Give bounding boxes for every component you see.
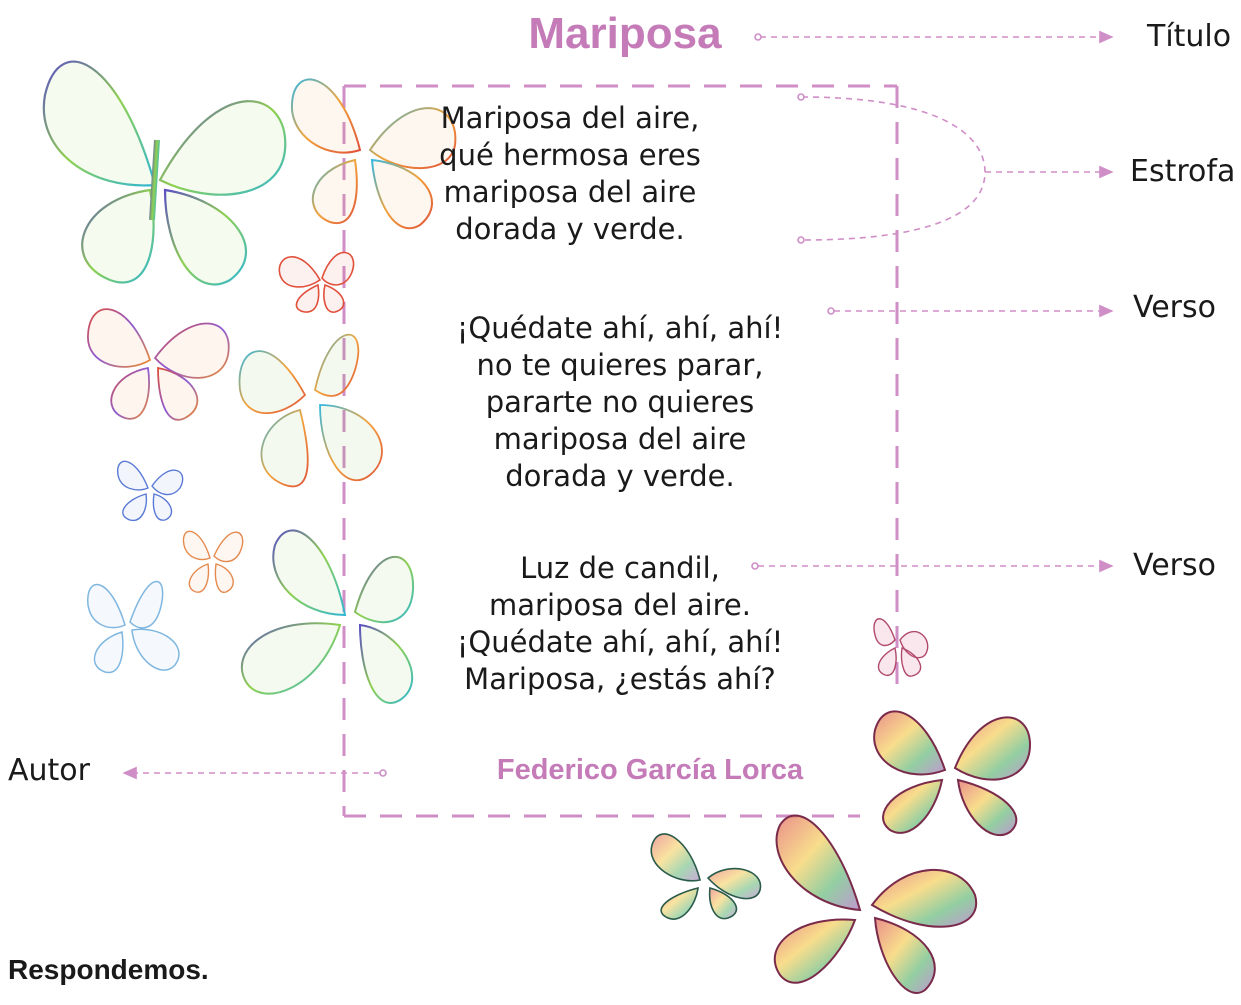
butterfly-small-red-icon bbox=[278, 251, 355, 313]
label-estrofa: Estrofa bbox=[1130, 154, 1236, 189]
verse: Mariposa del aire, bbox=[440, 101, 700, 135]
dashed-frame bbox=[342, 84, 899, 818]
butterfly-green-red-icon bbox=[238, 333, 383, 488]
verse: pararte no quieres bbox=[485, 385, 755, 419]
section-heading: Respondemos. bbox=[8, 954, 209, 985]
verse: mariposa del aire bbox=[443, 175, 697, 209]
butterfly-mosaic-large-icon bbox=[773, 814, 978, 994]
verse: Mariposa, ¿estás ahí? bbox=[464, 662, 776, 696]
butterfly-mosaic-small-icon bbox=[650, 833, 762, 920]
butterfly-small-blue-icon bbox=[117, 460, 184, 522]
poem-author: Federico García Lorca bbox=[496, 754, 804, 786]
butterfly-small-orange-icon bbox=[182, 530, 244, 593]
label-titulo: Título bbox=[1147, 19, 1232, 54]
verse: mariposa del aire. bbox=[489, 588, 751, 622]
label-verso-2: Verso bbox=[1133, 548, 1216, 583]
verse: ¡Quédate ahí, ahí, ahí! bbox=[456, 625, 784, 659]
butterfly-orange-icon bbox=[87, 308, 230, 421]
verse: mariposa del aire bbox=[493, 422, 747, 456]
butterfly-mosaic-right-icon bbox=[873, 710, 1032, 837]
butterfly-light-blue-icon bbox=[87, 580, 180, 674]
label-autor: Autor bbox=[8, 753, 90, 788]
stanza-2: ¡Quédate ahí, ahí, ahí! no te quieres pa… bbox=[420, 310, 820, 495]
poem-title: Mariposa bbox=[528, 9, 722, 58]
verse: qué hermosa eres bbox=[439, 138, 701, 172]
verse: dorada y verde. bbox=[455, 212, 685, 246]
butterfly-top-middle-icon bbox=[290, 78, 457, 230]
butterfly-large-left-icon bbox=[42, 60, 287, 286]
verse: no te quieres parar, bbox=[476, 348, 764, 382]
verse: Luz de candil, bbox=[520, 551, 720, 585]
butterfly-tiny-pink-icon bbox=[873, 618, 929, 677]
stanza-3: Luz de candil, mariposa del aire. ¡Quéda… bbox=[420, 550, 820, 698]
verse: ¡Quédate ahí, ahí, ahí! bbox=[456, 311, 784, 345]
stanza-1: Mariposa del aire, qué hermosa eres mari… bbox=[420, 100, 720, 248]
label-verso-1: Verso bbox=[1133, 290, 1216, 325]
butterfly-large-bottom-icon bbox=[240, 529, 415, 704]
verse: dorada y verde. bbox=[505, 459, 735, 493]
